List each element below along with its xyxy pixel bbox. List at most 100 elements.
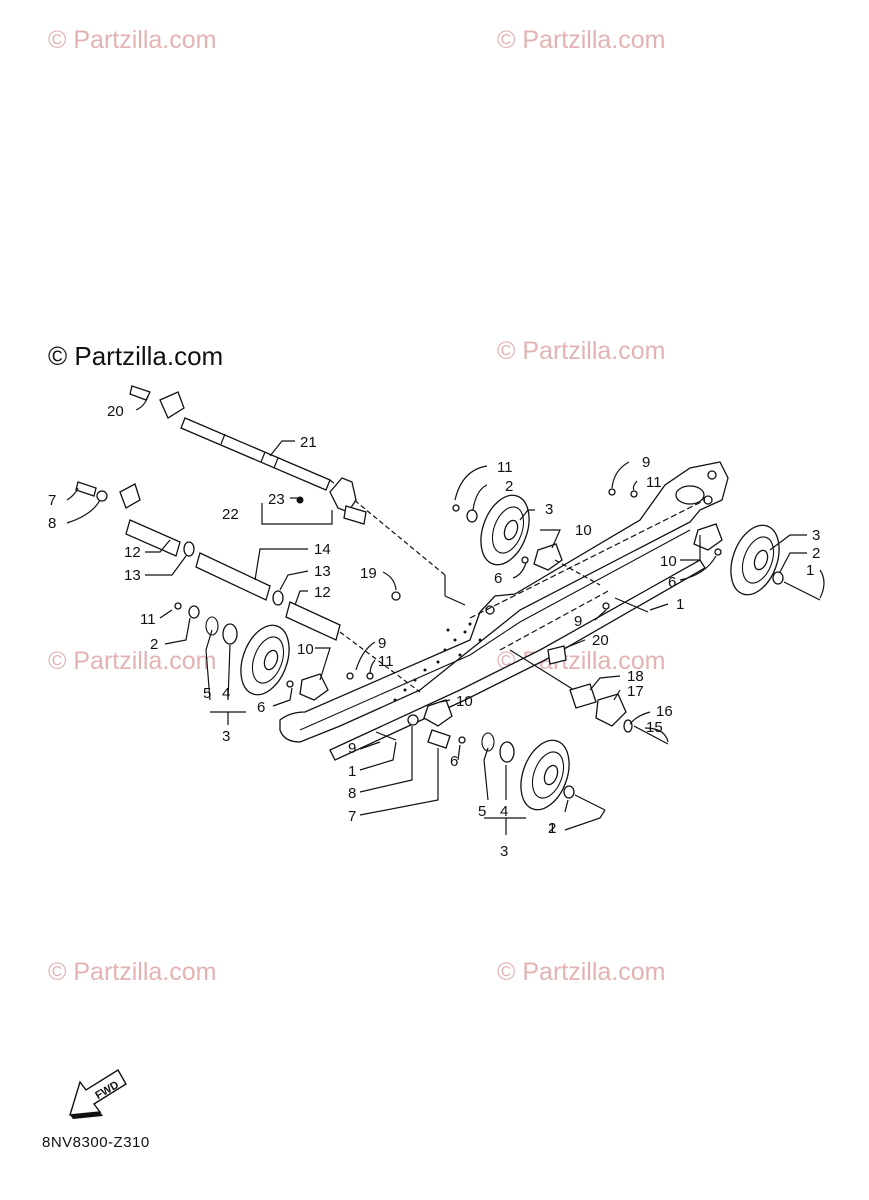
callout: 18 <box>627 668 644 685</box>
callout: 6 <box>257 699 265 716</box>
callout: 6 <box>668 574 676 591</box>
bearing-4 <box>222 623 238 645</box>
watermark-main: © Partzilla.com <box>48 341 224 371</box>
watermark: © Partzilla.com <box>497 26 666 54</box>
nut-11 <box>174 602 182 610</box>
circlip-5 <box>205 616 219 636</box>
watermark: © Partzilla.com <box>497 958 666 986</box>
collar <box>343 505 367 525</box>
wheel-bracket-10 <box>533 543 563 571</box>
callout: 9 <box>574 613 582 630</box>
callout: 4 <box>500 803 508 820</box>
callout: 9 <box>642 454 650 471</box>
callout: 2 <box>812 545 820 562</box>
bracket <box>119 483 141 509</box>
callout: 7 <box>48 492 56 509</box>
callout: 20 <box>592 632 609 649</box>
callout: 12 <box>314 584 331 601</box>
collar-2 <box>188 605 200 619</box>
callout: 11 <box>646 474 662 491</box>
rail-rivets <box>393 622 482 702</box>
washer-16 <box>623 719 633 733</box>
lower-shaft <box>75 481 421 693</box>
callout: 8 <box>48 515 56 532</box>
leader-lines <box>66 395 825 835</box>
callout: 16 <box>656 703 673 720</box>
nut-6 <box>458 736 466 744</box>
collar-2 <box>772 571 784 585</box>
callout: 23 <box>268 491 285 508</box>
callout: 9 <box>378 635 386 652</box>
callout: 4 <box>222 685 230 702</box>
callout: 1 <box>806 562 814 579</box>
spacer-12 <box>285 601 341 641</box>
callout: 2 <box>150 636 158 653</box>
wheel-bracket-10 <box>299 673 329 701</box>
callout: 10 <box>297 641 314 658</box>
callout: 11 <box>140 611 156 628</box>
callout: 7 <box>348 808 356 825</box>
callout: 22 <box>222 506 239 523</box>
bolt-1 <box>614 597 649 613</box>
right-rail <box>329 559 706 761</box>
bolt-15 <box>633 725 669 745</box>
fwd-arrow: FWD <box>69 1069 127 1119</box>
washer-8 <box>96 490 108 502</box>
shock-mount <box>391 591 669 745</box>
shaft-21 <box>180 417 331 491</box>
nut-19 <box>391 591 401 601</box>
callout: 2 <box>548 820 556 837</box>
callout: 15 <box>646 719 663 736</box>
nut-11 <box>452 504 460 512</box>
bolt-1 <box>574 794 606 811</box>
callout: 1 <box>348 763 356 780</box>
callout: 17 <box>627 683 644 700</box>
callout: 6 <box>450 753 458 770</box>
bolt-7 <box>75 481 97 497</box>
callout: 8 <box>348 785 356 802</box>
callout: 5 <box>203 685 211 702</box>
callout: 10 <box>660 553 677 570</box>
watermark: © Partzilla.com <box>48 26 217 54</box>
bracket-17 <box>595 693 627 727</box>
callout: 3 <box>500 843 508 860</box>
callout: 21 <box>300 434 317 451</box>
left-rail <box>279 461 729 743</box>
callout: 11 <box>378 653 394 670</box>
idler-wheel <box>730 524 821 601</box>
callout: 14 <box>314 541 331 558</box>
callout: 3 <box>222 728 230 745</box>
cross-shaft-line <box>499 589 611 651</box>
bearing-4 <box>499 741 515 763</box>
callout: 12 <box>124 544 141 561</box>
callout: 13 <box>124 567 141 584</box>
idler-wheel <box>452 494 530 566</box>
washer-8 <box>407 714 419 726</box>
callout: 1 <box>548 820 557 837</box>
collar-2 <box>466 509 478 523</box>
rail-edge <box>299 529 691 731</box>
callout: 10 <box>575 522 592 539</box>
rail-hole <box>675 485 705 505</box>
ring-13 <box>183 541 195 557</box>
nut-9 <box>608 488 616 496</box>
circlip-5 <box>481 732 495 752</box>
watermark: © Partzilla.com <box>497 337 666 365</box>
spacer-14 <box>195 552 271 601</box>
cross-shaft-line <box>469 499 706 619</box>
nut-6 <box>286 680 294 688</box>
bolt-1 <box>783 581 821 601</box>
callout: 20 <box>107 403 124 420</box>
rail-hole <box>485 605 495 615</box>
callout: 6 <box>494 570 502 587</box>
nut-6 <box>521 556 529 564</box>
ring-13 <box>272 590 284 606</box>
wheel-bracket-10 <box>423 699 453 727</box>
idler-wheel <box>481 732 606 811</box>
nut-19 <box>346 672 354 680</box>
callout: 11 <box>497 459 513 476</box>
rail-hole <box>703 495 713 505</box>
wheel-bracket-10 <box>693 523 723 551</box>
